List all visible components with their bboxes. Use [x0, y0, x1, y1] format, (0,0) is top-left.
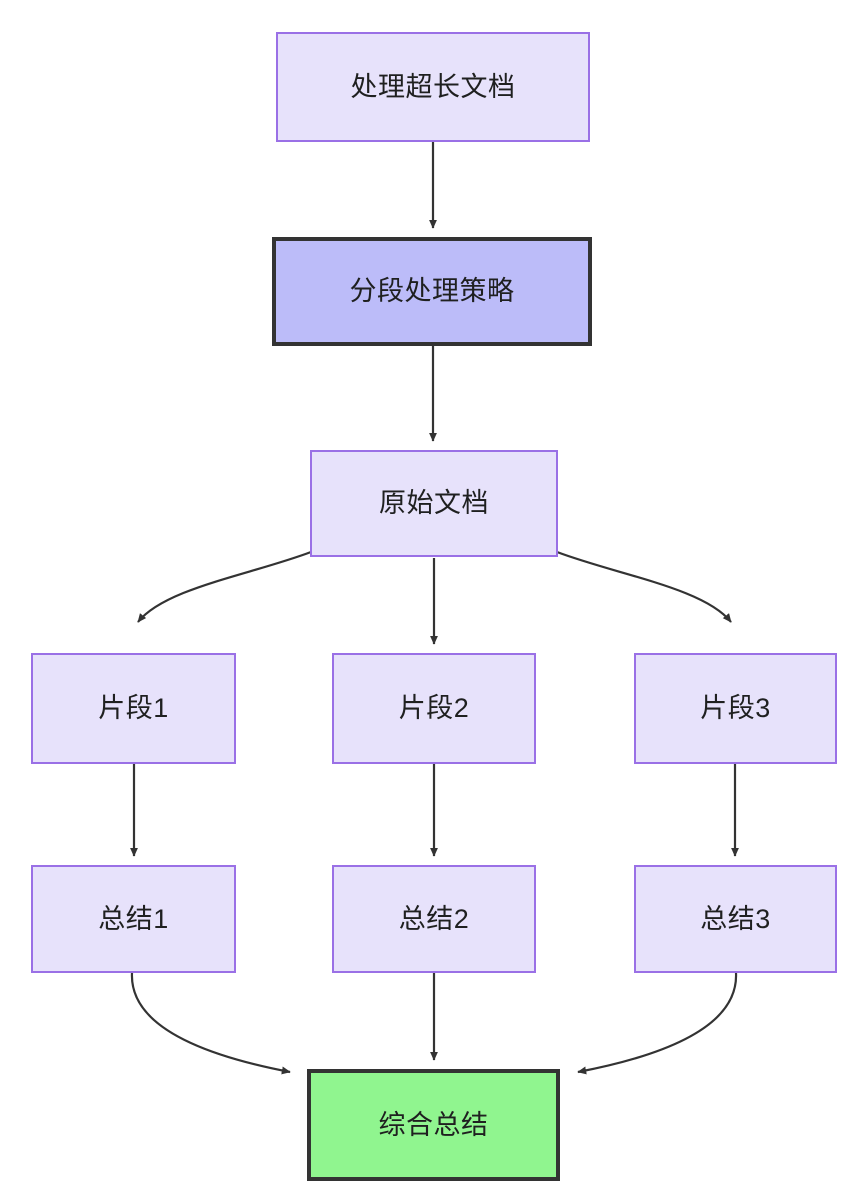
node-summary-1[interactable]: 总结1 — [31, 865, 236, 973]
node-summary-1-label: 总结1 — [98, 903, 169, 934]
node-summary-3[interactable]: 总结3 — [634, 865, 837, 973]
node-summary-3-label: 总结3 — [700, 903, 771, 934]
edge-summary3-to-final — [577, 972, 738, 1075]
edge-source-to-fragment1 — [137, 550, 312, 623]
node-summary-2-label: 总结2 — [398, 903, 470, 934]
node-fragment-1[interactable]: 片段1 — [31, 653, 236, 764]
edge-source-to-fragment3 — [556, 550, 732, 623]
node-source-document-label: 原始文档 — [379, 488, 489, 519]
node-fragment-3[interactable]: 片段3 — [634, 653, 837, 764]
node-source-document[interactable]: 原始文档 — [310, 450, 558, 557]
edge-summary1-to-final — [130, 972, 291, 1075]
node-root[interactable]: 处理超长文档 — [276, 32, 590, 142]
node-strategy[interactable]: 分段处理策略 — [272, 237, 592, 346]
node-fragment-1-label: 片段1 — [98, 693, 169, 724]
node-strategy-label: 分段处理策略 — [349, 276, 515, 307]
node-final-summary-label: 综合总结 — [378, 1109, 489, 1140]
node-fragment-3-label: 片段3 — [700, 693, 771, 724]
node-fragment-2-label: 片段2 — [398, 693, 470, 724]
node-fragment-2[interactable]: 片段2 — [332, 653, 536, 764]
node-final-summary[interactable]: 综合总结 — [307, 1069, 560, 1181]
node-summary-2[interactable]: 总结2 — [332, 865, 536, 973]
node-root-label: 处理超长文档 — [350, 71, 516, 102]
